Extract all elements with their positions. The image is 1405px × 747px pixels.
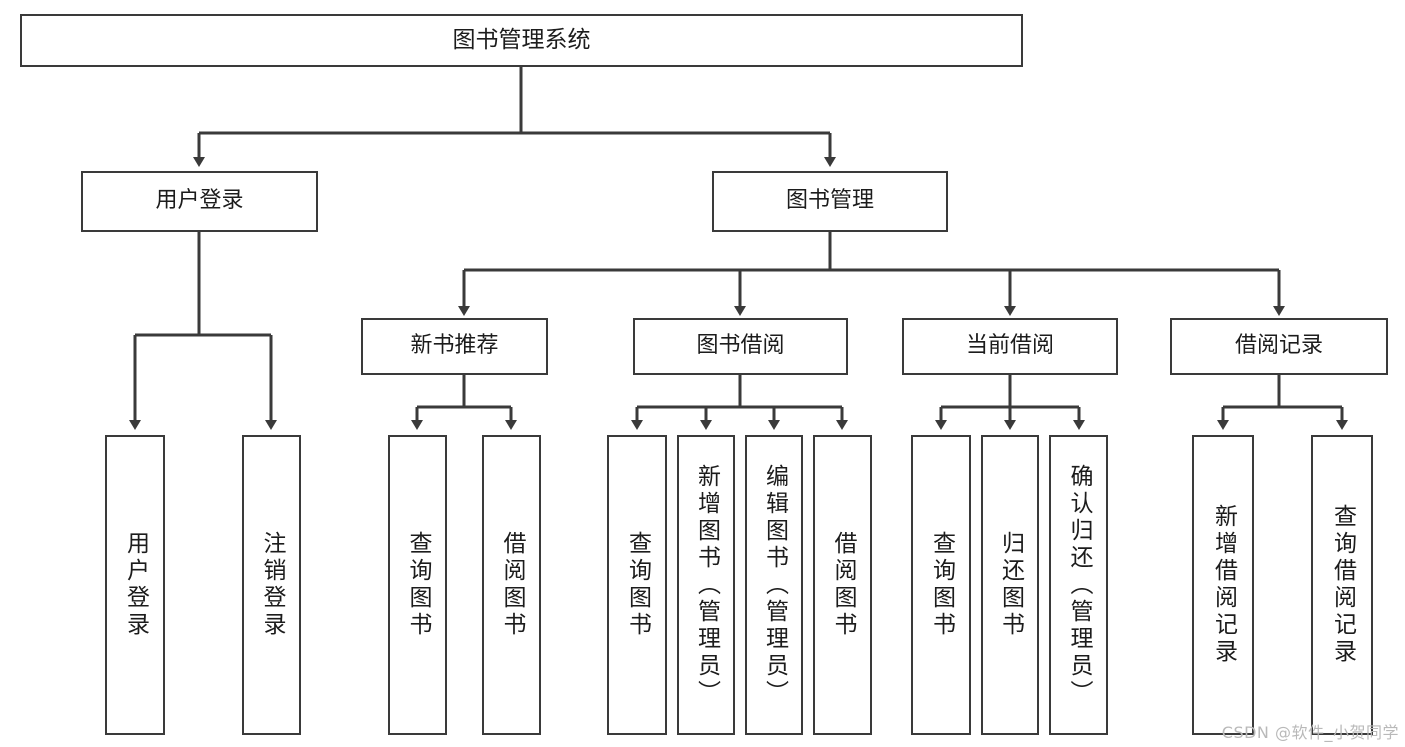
leaf-label: 编辑图书（管理员）	[761, 463, 788, 707]
node-root[interactable]: 图书管理系统	[20, 14, 1023, 67]
leaf-borrow-query-book[interactable]: 查询图书	[607, 435, 667, 735]
leaf-label: 查询图书	[405, 531, 431, 639]
node-user-login-label: 用户登录	[155, 188, 244, 214]
node-book-borrow-label: 图书借阅	[696, 333, 785, 359]
leaf-label: 查询借阅记录	[1329, 504, 1356, 666]
leaf-current-return-book[interactable]: 归还图书	[981, 435, 1039, 735]
leaf-borrow-add-book[interactable]: 新增图书（管理员）	[677, 435, 735, 735]
leaf-current-confirm-return[interactable]: 确认归还（管理员）	[1049, 435, 1108, 735]
node-book-management[interactable]: 图书管理	[712, 171, 948, 232]
leaf-label: 查询图书	[928, 531, 955, 639]
node-current-borrow[interactable]: 当前借阅	[902, 318, 1118, 375]
leaf-new-book-query[interactable]: 查询图书	[388, 435, 447, 735]
node-borrow-record-label: 借阅记录	[1234, 333, 1323, 359]
leaf-borrow-borrow-book[interactable]: 借阅图书	[813, 435, 872, 735]
leaf-label: 新增图书（管理员）	[693, 463, 720, 707]
leaf-label: 用户登录	[122, 531, 149, 639]
leaf-label: 确认归还（管理员）	[1066, 463, 1092, 707]
leaf-record-add[interactable]: 新增借阅记录	[1192, 435, 1254, 735]
node-current-borrow-label: 当前借阅	[965, 333, 1054, 359]
leaf-label: 查询图书	[624, 531, 651, 639]
leaf-new-book-borrow[interactable]: 借阅图书	[482, 435, 541, 735]
node-book-management-label: 图书管理	[785, 188, 874, 214]
node-new-book-recommend[interactable]: 新书推荐	[361, 318, 548, 375]
leaf-borrow-edit-book[interactable]: 编辑图书（管理员）	[745, 435, 803, 735]
leaf-label: 借阅图书	[830, 531, 856, 639]
leaf-record-query[interactable]: 查询借阅记录	[1311, 435, 1373, 735]
node-borrow-record[interactable]: 借阅记录	[1170, 318, 1388, 375]
node-root-label: 图书管理系统	[452, 26, 591, 53]
node-new-book-recommend-label: 新书推荐	[410, 333, 499, 359]
leaf-label: 新增借阅记录	[1210, 504, 1237, 666]
leaf-label: 借阅图书	[499, 531, 525, 639]
leaf-label: 归还图书	[997, 531, 1024, 639]
leaf-user-login-logout[interactable]: 注销登录	[242, 435, 301, 735]
node-user-login[interactable]: 用户登录	[81, 171, 318, 232]
node-book-borrow[interactable]: 图书借阅	[633, 318, 848, 375]
leaf-user-login-login[interactable]: 用户登录	[105, 435, 165, 735]
leaf-label: 注销登录	[259, 531, 285, 639]
leaf-current-query-book[interactable]: 查询图书	[911, 435, 971, 735]
